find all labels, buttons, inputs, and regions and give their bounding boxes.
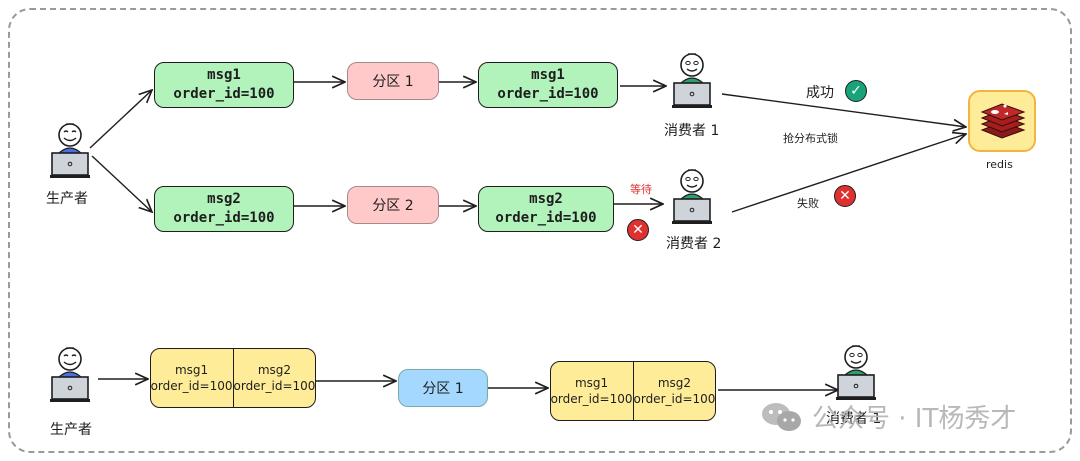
x-circle-icon: ✕: [627, 219, 649, 241]
person-laptop-icon: [50, 347, 90, 402]
partition2-label: 分区 2: [372, 198, 414, 214]
msg2-title: msg2: [207, 191, 241, 207]
fail-label: 失败: [797, 197, 819, 210]
msg2-order-id: order_id=100: [173, 210, 275, 226]
msg2-out-order-id: order_id=100: [495, 210, 597, 226]
redis-box: [968, 90, 1036, 152]
bottom-producer-figure: [46, 344, 96, 406]
edge-consumer1-redis: [721, 93, 966, 127]
partition1-box: 分区 1: [347, 62, 439, 100]
msg2-out-title: msg2: [529, 191, 563, 207]
redis-logo-icon: [980, 103, 1026, 139]
x-circle-icon: ✕: [834, 185, 856, 207]
consumer2-figure: [668, 166, 718, 228]
consumer2-label: 消费者 2: [666, 236, 722, 252]
batch-out-box: msg1 order_id=100 msg2 order_id=100: [550, 361, 716, 421]
msg1-out-title: msg1: [531, 67, 565, 83]
batch-in-msg2-order-id: order_id=100: [233, 379, 316, 393]
batch-in-msg1-title: msg1: [174, 363, 209, 377]
msg1-order-id: order_id=100: [173, 86, 275, 102]
batch-in-msg1-order-id: order_id=100: [150, 379, 233, 393]
batch-in-msg2-title: msg2: [257, 363, 292, 377]
edge-producer-msg2: [91, 155, 152, 212]
batch-out-msg1-title: msg1: [574, 376, 609, 390]
bottom-producer-label: 生产者: [50, 422, 92, 438]
check-circle-icon: ✓: [845, 80, 867, 102]
wechat-icon: [762, 402, 801, 431]
edge-consumer2-redis: [731, 134, 966, 213]
watermark: 公众号 · IT杨秀才: [760, 398, 1016, 435]
msg2-out-box: msg2 order_id=100: [478, 186, 614, 232]
msg2-box: msg2 order_id=100: [154, 186, 294, 232]
redis-label: redis: [986, 158, 1013, 171]
person-laptop-icon: [50, 123, 90, 178]
partition2-box: 分区 2: [347, 186, 439, 224]
watermark-text: 公众号 · IT杨秀才: [812, 404, 1017, 434]
msg1-out-box: msg1 order_id=100: [478, 62, 618, 108]
diagram-frame: [8, 8, 1072, 453]
person-laptop-icon: [836, 345, 876, 400]
batch-out-msg2-title: msg2: [657, 376, 692, 390]
batch-out-msg2: msg2 order_id=100: [632, 362, 716, 420]
success-label: 成功: [806, 85, 834, 101]
msg1-out-order-id: order_id=100: [497, 86, 599, 102]
bottom-consumer1-figure: [832, 342, 882, 404]
bottom-consumer1-label: 消费者 1: [826, 411, 882, 427]
partition1-label: 分区 1: [372, 74, 414, 90]
edge-producer-msg1: [89, 90, 152, 149]
person-laptop-icon: [672, 53, 712, 108]
consumer1-figure: [668, 50, 718, 112]
bottom-partition1-label: 分区 1: [422, 381, 464, 397]
producer-label: 生产者: [46, 191, 88, 207]
batch-in-msg1: msg1 order_id=100: [151, 349, 233, 407]
wait-label: 等待: [630, 183, 652, 196]
batch-out-msg1: msg1 order_id=100: [551, 362, 633, 420]
lock-label: 抢分布式锁: [783, 132, 838, 145]
producer-figure: [46, 120, 96, 182]
msg1-box: msg1 order_id=100: [154, 62, 294, 108]
person-laptop-icon: [672, 169, 712, 224]
batch-out-msg1-order-id: order_id=100: [550, 392, 633, 406]
bottom-partition1-box: 分区 1: [398, 369, 488, 407]
consumer1-label: 消费者 1: [664, 123, 720, 139]
batch-in-msg2: msg2 order_id=100: [232, 349, 316, 407]
batch-in-box: msg1 order_id=100 msg2 order_id=100: [150, 348, 316, 408]
msg1-title: msg1: [207, 67, 241, 83]
batch-out-msg2-order-id: order_id=100: [633, 392, 716, 406]
